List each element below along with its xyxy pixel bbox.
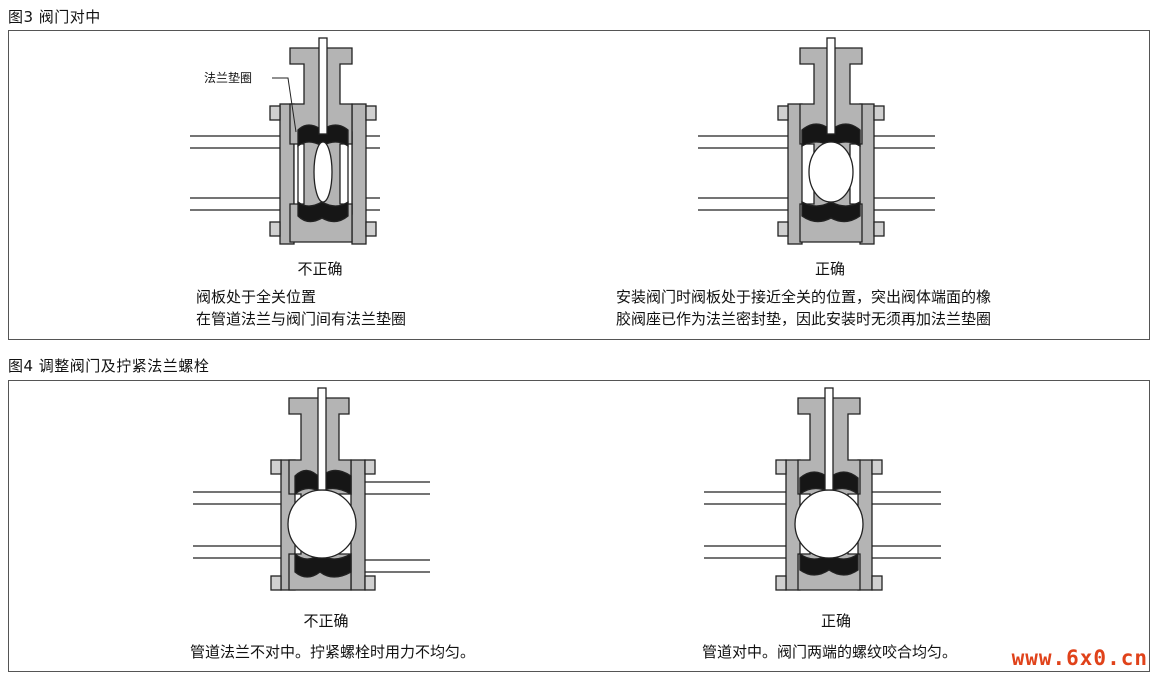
pipe-left-top-wall <box>190 135 296 149</box>
valve-disc-partial <box>808 141 854 203</box>
fig3-correct-note-2: 胶阀座已作为法兰密封垫，因此安装时无须再加法兰垫圈 <box>616 310 992 328</box>
pipe-left-bottom-wall <box>190 197 296 211</box>
fig3-correct-note-1: 安装阀门时阀板处于接近全关的位置，突出阀体端面的橡 <box>616 288 992 306</box>
figure-3-panel <box>8 30 1150 340</box>
right-flange <box>351 103 367 245</box>
figure-4-title: 图4 调整阀门及拧紧法兰螺栓 <box>8 357 210 375</box>
rubber-seat <box>297 124 349 148</box>
fig4-correct-caption: 正确 <box>820 612 851 630</box>
valve-diagram-aligned <box>704 387 941 591</box>
valve-disc <box>313 141 333 203</box>
fig3-incorrect-note-1: 阀板处于全关位置 <box>196 288 317 306</box>
valve-diagram-misaligned <box>193 387 430 591</box>
fig3-correct-caption: 正确 <box>814 260 845 278</box>
gasket-callout: 法兰垫圈 <box>204 70 252 85</box>
valve-diagram-correct-seat <box>698 37 935 245</box>
fig4-incorrect-note: 管道法兰不对中。拧紧螺栓时用力不均匀。 <box>190 643 476 661</box>
site-watermark: www.6x0.cn <box>1011 646 1148 670</box>
valve-disc-open <box>287 489 357 559</box>
figure-3-title: 图3 阀门对中 <box>8 8 101 26</box>
fig4-correct-note: 管道对中。阀门两端的螺纹咬合均匀。 <box>702 643 958 661</box>
valve-diagram-incorrect-gasket: 法兰垫圈 <box>190 37 380 245</box>
fig4-incorrect-caption: 不正确 <box>303 612 349 630</box>
fig3-incorrect-caption: 不正确 <box>297 260 343 278</box>
valve-stem <box>318 37 328 135</box>
fig3-incorrect-note-2: 在管道法兰与阀门间有法兰垫圈 <box>196 310 407 328</box>
figure-4-panel <box>8 380 1150 672</box>
